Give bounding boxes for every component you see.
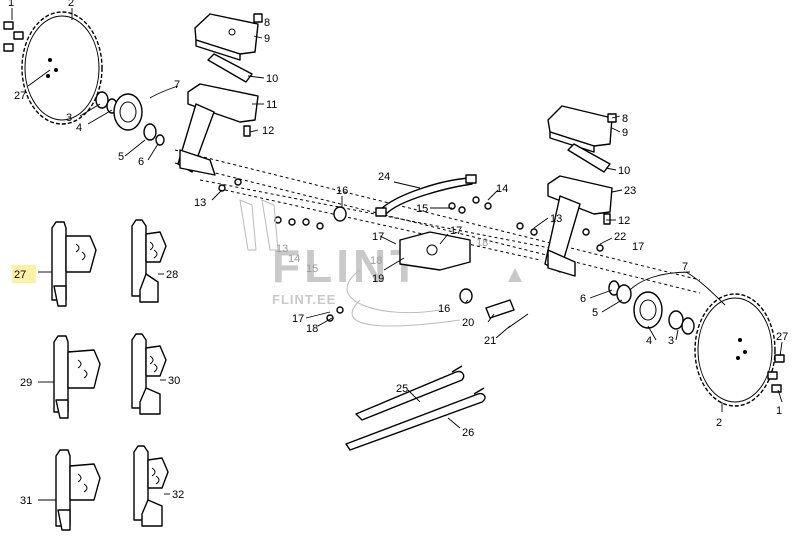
right-mount-plate bbox=[544, 175, 613, 277]
callout-13-right: 13 bbox=[550, 213, 562, 225]
ghost-labels: 13 14 15 18 18 bbox=[276, 237, 488, 275]
callout-6-right: 6 bbox=[580, 293, 586, 305]
right-hub-assembly bbox=[608, 280, 695, 335]
callout-9-left: 9 bbox=[264, 33, 270, 45]
callout-16-bottom: 16 bbox=[438, 303, 450, 315]
ghost-label-18a: 18 bbox=[370, 255, 382, 267]
tine-30 bbox=[131, 333, 167, 415]
right-spring-tube bbox=[567, 143, 611, 173]
callout-8-right: 8 bbox=[622, 113, 628, 125]
callout-2-left: 2 bbox=[68, 0, 74, 9]
callout-3-right: 3 bbox=[668, 335, 674, 347]
callout-16-top: 16 bbox=[336, 185, 348, 197]
callout-6-left: 6 bbox=[138, 156, 144, 168]
left-mount-plate bbox=[177, 83, 259, 176]
callout-31: 31 bbox=[20, 495, 32, 507]
watermark-logo: FLINT FLINT.EE bbox=[272, 240, 522, 307]
callout-numbers: 27 1 2 27 3 4 5 6 7 8 9 10 11 12 13 16 2… bbox=[8, 0, 788, 507]
rod-26 bbox=[345, 387, 486, 451]
handle-24 bbox=[375, 174, 477, 217]
callout-9-right: 9 bbox=[622, 127, 628, 139]
ghost-label-13: 13 bbox=[276, 243, 288, 255]
callout-10-left: 10 bbox=[266, 73, 278, 85]
callout-30: 30 bbox=[168, 375, 180, 387]
callout-14-top: 14 bbox=[496, 183, 508, 195]
callout-28: 28 bbox=[166, 269, 178, 281]
callout-19: 19 bbox=[372, 273, 384, 285]
callout-20: 20 bbox=[462, 317, 474, 329]
callout-4-left: 4 bbox=[76, 122, 82, 134]
callout-17-right: 17 bbox=[632, 241, 644, 253]
callout-22: 22 bbox=[614, 231, 626, 243]
callout-27-right: 27 bbox=[776, 331, 788, 343]
callout-17-center: 17 bbox=[372, 231, 384, 243]
ghost-label-18b: 18 bbox=[476, 237, 488, 249]
watermark-logo-text: FLINT bbox=[272, 240, 422, 292]
callout-5-left: 5 bbox=[118, 151, 124, 163]
left-bolts bbox=[3, 21, 24, 52]
callout-5-right: 5 bbox=[592, 307, 598, 319]
left-upper-bracket bbox=[194, 13, 259, 61]
tine-28 bbox=[131, 219, 167, 303]
center-bushing-16 bbox=[333, 206, 473, 304]
callout-17-bottom: 17 bbox=[292, 313, 304, 325]
callout-15-top: 15 bbox=[416, 203, 428, 215]
left-spring-tube bbox=[207, 53, 253, 83]
ghost-label-14: 14 bbox=[288, 253, 300, 265]
callout-21: 21 bbox=[484, 335, 496, 347]
callout-1-left: 1 bbox=[8, 0, 14, 9]
right-disc-blade bbox=[694, 293, 776, 407]
pin-20 bbox=[485, 299, 515, 319]
callout-12-right: 12 bbox=[618, 215, 630, 227]
callout-12-left: 12 bbox=[262, 125, 274, 137]
callout-8-left: 8 bbox=[264, 17, 270, 29]
watermark-sub-text: FLINT.EE bbox=[272, 292, 336, 307]
callout-4-right: 4 bbox=[646, 335, 652, 347]
center-clamp bbox=[399, 231, 471, 271]
callout-27: 27 bbox=[14, 269, 26, 281]
callout-13-left: 13 bbox=[194, 197, 206, 209]
callout-11: 11 bbox=[266, 99, 277, 111]
main-axle bbox=[174, 149, 701, 294]
callout-18-bottom: 18 bbox=[306, 323, 318, 335]
pin-21 bbox=[507, 313, 529, 329]
callout-29: 29 bbox=[20, 377, 32, 389]
left-hub-assembly bbox=[95, 91, 165, 146]
callout-25: 25 bbox=[396, 383, 408, 395]
callout-27-left: 27 bbox=[14, 90, 26, 102]
tine-27 bbox=[51, 221, 97, 307]
callout-32: 32 bbox=[172, 489, 184, 501]
callout-7-left: 7 bbox=[174, 79, 180, 91]
highlight-box bbox=[12, 265, 36, 283]
callout-7-right: 7 bbox=[682, 261, 688, 273]
callout-10-right: 10 bbox=[618, 165, 630, 177]
callout-17-center-right: 17 bbox=[450, 225, 462, 237]
right-bolts bbox=[767, 354, 785, 393]
callout-1-right: 1 bbox=[776, 405, 782, 417]
ghost-tines bbox=[239, 199, 461, 327]
ghost-label-15: 15 bbox=[306, 263, 318, 275]
callout-3-left: 3 bbox=[66, 112, 72, 124]
tine-32 bbox=[133, 445, 169, 527]
tine-31 bbox=[55, 449, 101, 531]
leader-lines bbox=[11, 8, 783, 501]
callout-23: 23 bbox=[624, 185, 636, 197]
right-upper-bracket bbox=[547, 105, 613, 153]
callout-2-right: 2 bbox=[716, 417, 722, 429]
callout-26: 26 bbox=[462, 427, 474, 439]
left-disc-blade bbox=[21, 11, 103, 125]
callout-24: 24 bbox=[378, 171, 390, 183]
rod-25 bbox=[355, 365, 465, 421]
tine-29 bbox=[53, 335, 101, 419]
